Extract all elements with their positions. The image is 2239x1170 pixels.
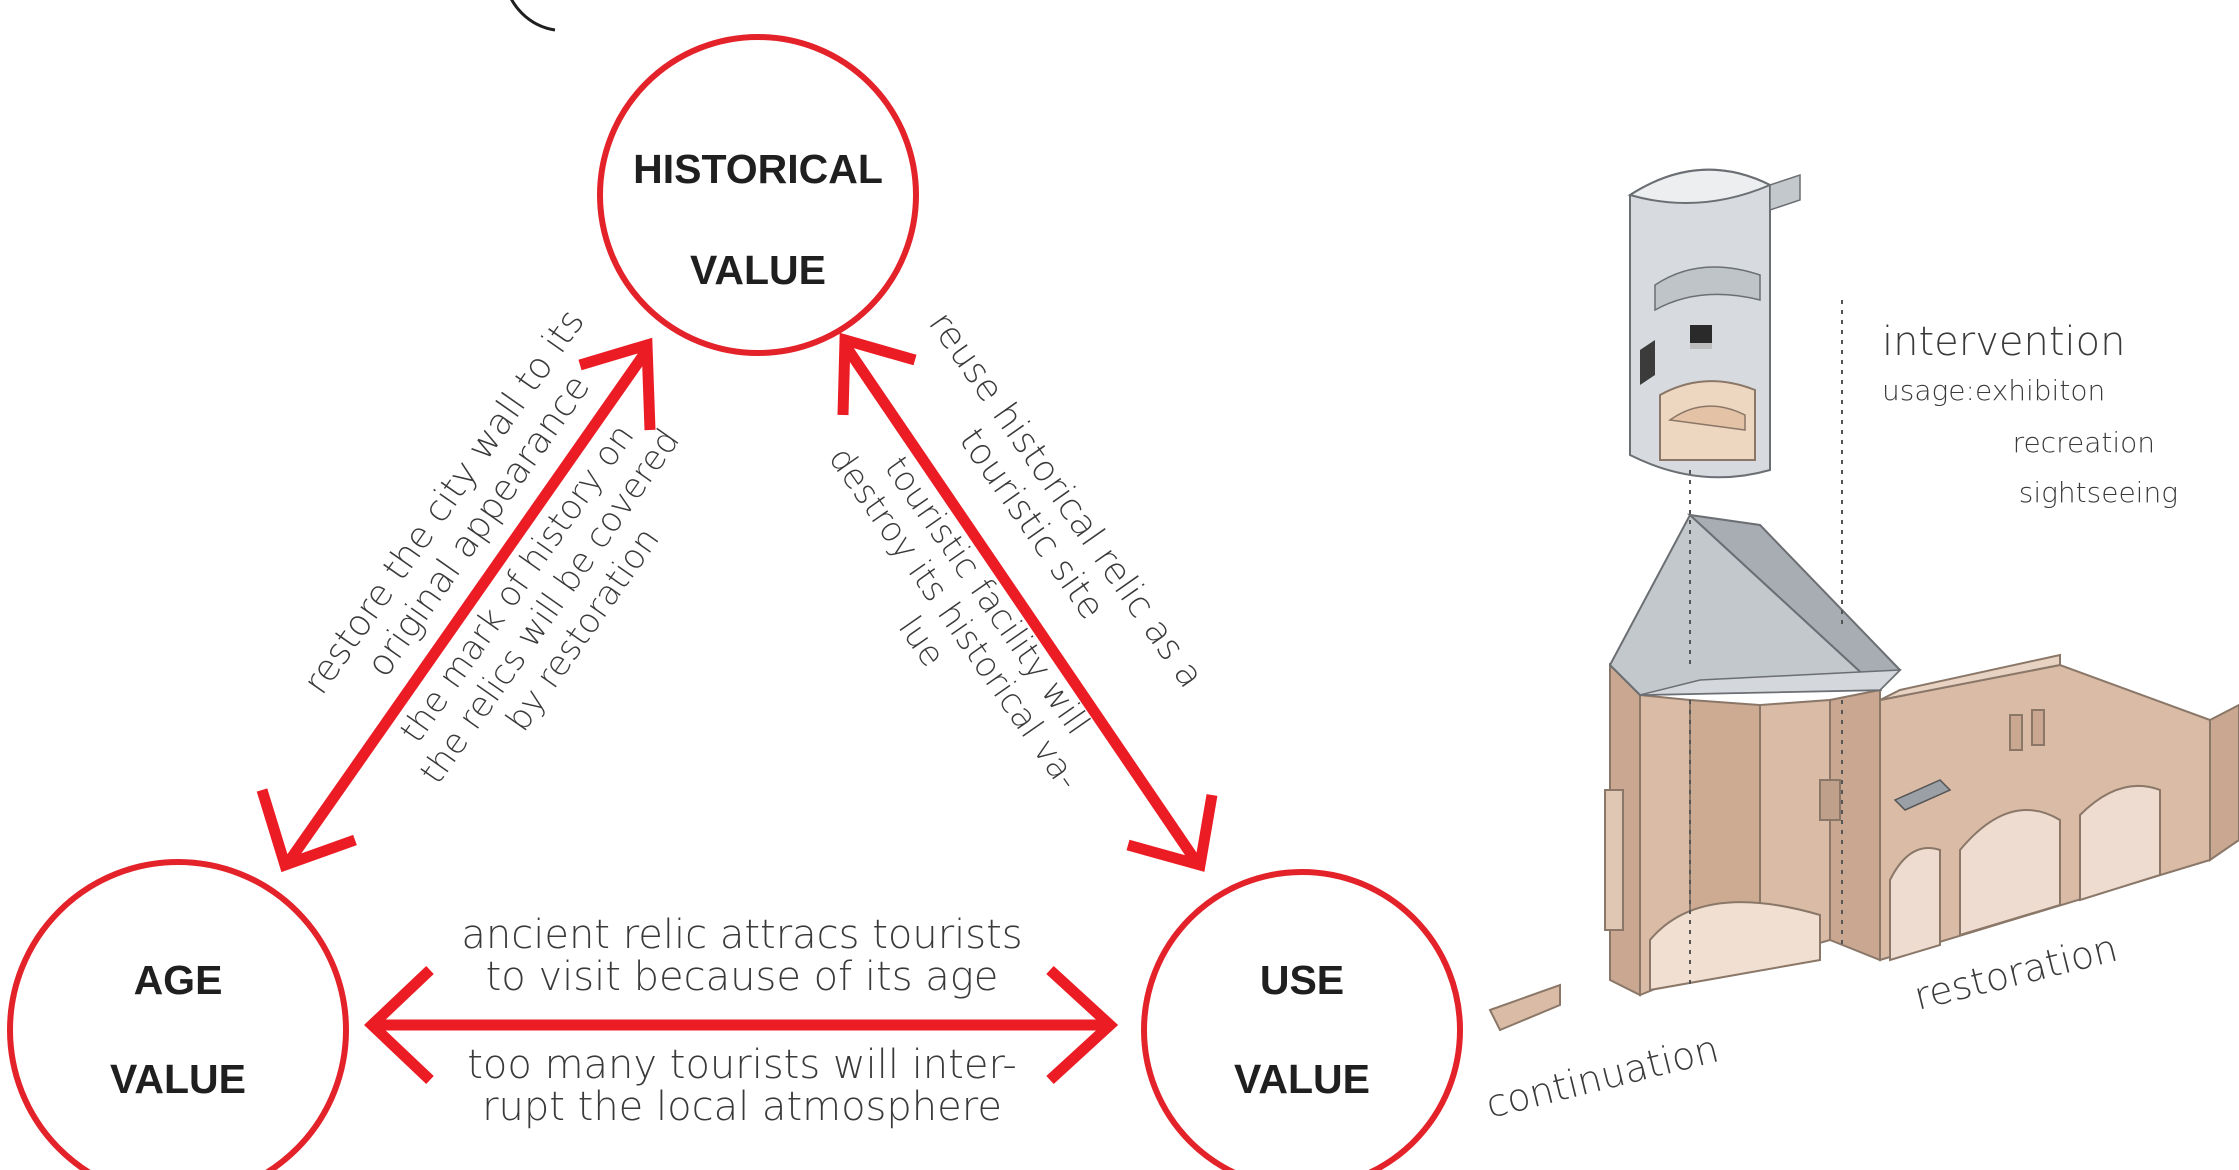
ground-strip — [1488, 983, 1561, 1032]
bottom-top-line-2: to visit because of its age — [486, 954, 999, 1000]
historical-subtitle: VALUE — [690, 247, 826, 293]
usage-line-1: usage:exhibiton — [1882, 374, 2105, 407]
use-subtitle: VALUE — [1234, 1056, 1370, 1102]
restoration-wall — [1879, 653, 2239, 962]
tower-body — [1604, 662, 1881, 997]
arrow-age-use — [364, 965, 1119, 1085]
node-age-value: AGE VALUE — [7, 859, 349, 1170]
usage-line-3: sightseeing — [2019, 476, 2178, 509]
usage-line-2: recreation — [2013, 426, 2155, 459]
bottom-top-line-1: ancient relic attracs tourists — [461, 912, 1022, 958]
tower-illustration: intervention usage:exhibiton recreation … — [1482, 168, 2239, 1127]
age-title: AGE — [134, 957, 223, 1003]
bottom-bottom-line-1: too many tourists will inter- — [467, 1042, 1017, 1088]
continuation-label: continuation — [1482, 1026, 1724, 1126]
label-bottom-bottom: too many tourists will inter- rupt the l… — [467, 1042, 1017, 1130]
arrow-historical-use — [837, 332, 1218, 872]
arrow-historical-age — [256, 337, 656, 873]
intervention-title: intervention — [1882, 319, 2125, 365]
tower-roof — [1608, 513, 1902, 697]
node-historical-value: HISTORICAL VALUE — [597, 34, 919, 356]
label-bottom-top: ancient relic attracs tourists to visit … — [461, 912, 1022, 1000]
partial-circle-decoration — [510, 0, 556, 32]
node-use-value: USE VALUE — [1141, 869, 1463, 1170]
historical-title: HISTORICAL — [633, 146, 883, 192]
age-subtitle: VALUE — [110, 1056, 246, 1102]
intervention-module — [1627, 168, 1843, 990]
bottom-bottom-line-2: rupt the local atmosphere — [482, 1084, 1002, 1130]
use-title: USE — [1260, 957, 1344, 1003]
